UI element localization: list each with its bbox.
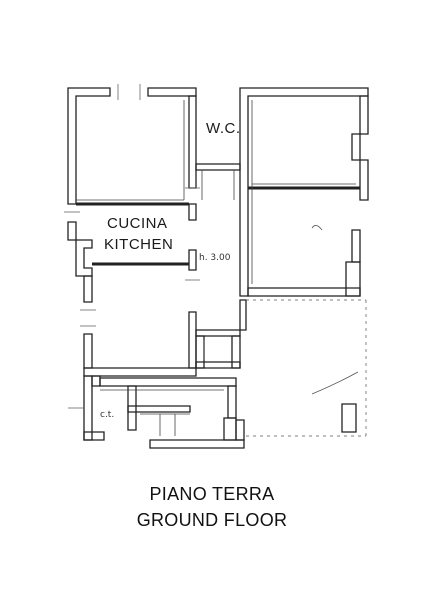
right-block-walls <box>239 87 369 433</box>
ceiling-height-label: h. 3.00 <box>199 253 231 263</box>
left-block-walls <box>67 87 245 449</box>
kitchen-label-italian: CUCINA <box>107 215 168 232</box>
plan-caption-italian: PIANO TERRA <box>149 484 275 504</box>
partitions <box>76 186 360 266</box>
terrace-outline <box>246 299 367 437</box>
central-walls <box>195 163 247 369</box>
kitchen-label-english: KITCHEN <box>104 236 174 253</box>
detail-lines <box>76 100 356 436</box>
ct-label: c.t. <box>100 410 115 420</box>
opening-marks <box>64 84 200 409</box>
wc-label: W.C. <box>206 120 241 137</box>
door-symbols <box>311 225 359 395</box>
plan-caption-english: GROUND FLOOR <box>136 510 288 530</box>
